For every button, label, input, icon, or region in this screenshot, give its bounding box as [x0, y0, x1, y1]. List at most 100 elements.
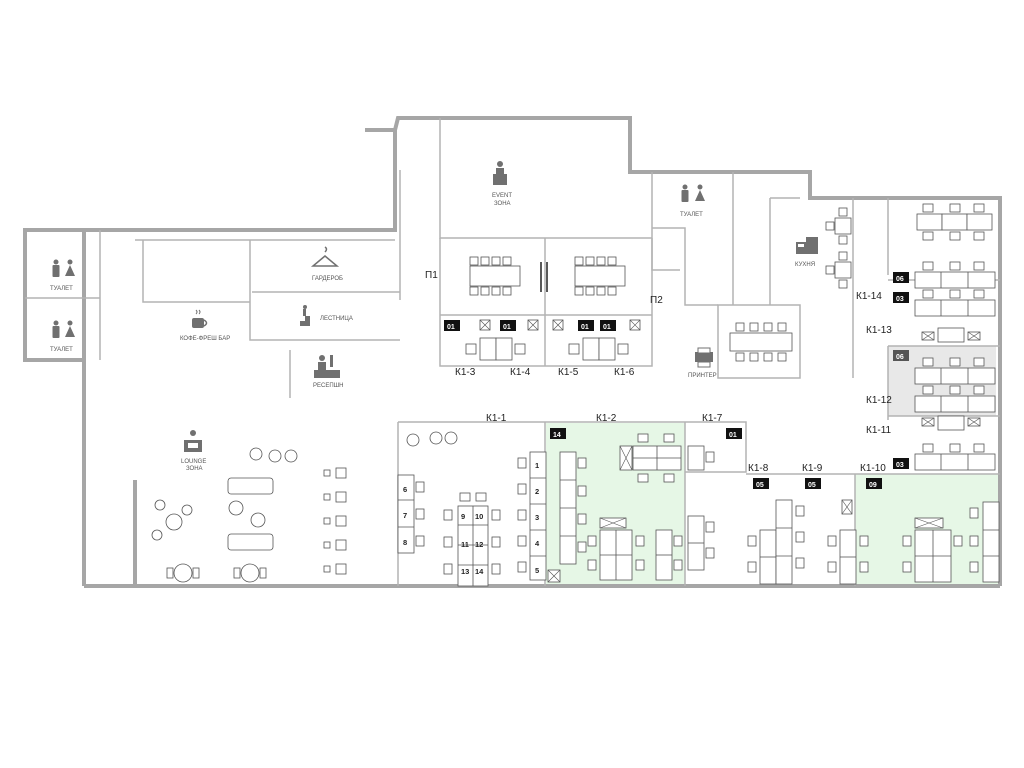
svg-text:9: 9	[461, 512, 465, 521]
stairs: ЛЕСТНИЦА	[295, 305, 353, 326]
meeting-table-p1	[469, 256, 521, 296]
meeting-table-printer-area	[729, 322, 793, 362]
coffee-bar: КОФЕ-ФРЕШ БАР	[180, 309, 230, 342]
label-k1-10[interactable]: К1-10	[860, 463, 886, 474]
svg-text:7: 7	[403, 511, 407, 520]
label-k1-14[interactable]: К1-14	[856, 291, 882, 302]
svg-text:03: 03	[896, 296, 904, 303]
svg-text:09: 09	[869, 482, 877, 489]
svg-text:11: 11	[461, 540, 469, 549]
kitchen-tables	[825, 207, 852, 289]
svg-text:КОФЕ-ФРЕШ БАР: КОФЕ-ФРЕШ БАР	[180, 336, 230, 342]
lounge-armchair-icon	[184, 430, 202, 452]
badge-k1-2: 14	[550, 428, 566, 439]
svg-text:6: 6	[403, 485, 407, 494]
label-k1-4[interactable]: К1-4	[510, 367, 531, 378]
toilet-icon	[52, 259, 75, 277]
svg-text:01: 01	[729, 432, 737, 439]
desks-k1-5-6	[552, 319, 641, 361]
svg-text:КУХНЯ: КУХНЯ	[795, 262, 815, 268]
svg-text:ЗОНА: ЗОНА	[494, 201, 511, 207]
badge-k1-13: 03	[893, 292, 909, 303]
desks-k1-10	[902, 501, 1000, 583]
lounge-chairs-k1-1	[406, 431, 458, 447]
label-k1-8[interactable]: К1-8	[748, 463, 769, 474]
svg-text:LOUNGE: LOUNGE	[181, 459, 206, 465]
desks-k1-12	[914, 357, 996, 413]
badge-k1-5: 01	[578, 320, 594, 331]
svg-text:3: 3	[535, 513, 539, 522]
kitchen-icon	[796, 237, 818, 254]
badges: 01 01 01 01 14 01 05 05 09 06 03 06 03	[444, 272, 909, 489]
svg-text:14: 14	[553, 432, 561, 439]
svg-text:2: 2	[535, 487, 539, 496]
svg-text:1: 1	[535, 461, 539, 470]
badge-k1-12: 06	[893, 350, 909, 361]
svg-text:10: 10	[475, 512, 483, 521]
toilet-icon	[52, 320, 75, 338]
divider-wall	[540, 262, 548, 292]
lounge-furniture	[151, 447, 347, 583]
label-k1-5[interactable]: К1-5	[558, 367, 579, 378]
label-k1-1[interactable]: К1-1	[486, 413, 507, 424]
printer-icon	[695, 347, 713, 368]
svg-text:12: 12	[475, 540, 483, 549]
svg-text:ЛЕСТНИЦА: ЛЕСТНИЦА	[320, 316, 353, 322]
svg-text:ЗОНА: ЗОНА	[186, 466, 203, 472]
desks-k1-3-4	[465, 319, 539, 361]
kitchen: КУХНЯ	[795, 237, 818, 268]
desks-k1-2	[547, 433, 683, 583]
lounge-zone: LOUNGE ЗОНА	[181, 430, 206, 472]
label-k1-6[interactable]: К1-6	[614, 367, 635, 378]
svg-text:ТУАЛЕТ: ТУАЛЕТ	[50, 347, 73, 353]
label-k1-13[interactable]: К1-13	[866, 325, 892, 336]
desks-k1-14	[914, 261, 996, 317]
room-labels: К1-1 К1-2 К1-3 К1-4 К1-5 К1-6 К1-7 К1-8 …	[425, 270, 892, 474]
svg-text:01: 01	[603, 324, 611, 331]
reception: РЕСЕПШН	[313, 355, 343, 389]
coffee-cup-icon	[192, 309, 208, 328]
stairs-icon	[295, 305, 310, 326]
reception-icon	[314, 355, 340, 378]
printer: ПРИНТЕР	[688, 347, 717, 379]
label-k1-11[interactable]: К1-11	[866, 425, 892, 436]
label-k1-7[interactable]: К1-7	[702, 413, 723, 424]
badge-k1-6: 01	[600, 320, 616, 331]
desks-k1-11	[914, 415, 996, 471]
svg-text:01: 01	[503, 324, 511, 331]
svg-text:ПРИНТЕР: ПРИНТЕР	[688, 373, 717, 379]
svg-text:01: 01	[447, 324, 455, 331]
badge-k1-7: 01	[726, 428, 742, 439]
badge-k1-10: 09	[866, 478, 882, 489]
label-k1-12[interactable]: К1-12	[866, 395, 892, 406]
outer-walls	[23, 116, 1002, 588]
svg-text:4: 4	[535, 539, 540, 548]
label-p1[interactable]: П1	[425, 270, 438, 281]
wardrobe: ГАРДЕРОБ	[310, 246, 343, 282]
toilet-left-1: ТУАЛЕТ	[50, 259, 75, 292]
toilet-left-2: ТУАЛЕТ	[50, 320, 75, 353]
label-p2[interactable]: П2	[650, 295, 663, 306]
desks-top-right	[916, 203, 993, 241]
svg-text:01: 01	[581, 324, 589, 331]
badge-k1-8: 05	[753, 478, 769, 489]
svg-text:ГАРДЕРОБ: ГАРДЕРОБ	[312, 276, 343, 282]
event-zone: EVENT ЗОНА	[492, 161, 512, 207]
badge-k1-3: 01	[444, 320, 460, 331]
label-k1-9[interactable]: К1-9	[802, 463, 823, 474]
svg-text:8: 8	[403, 538, 407, 547]
meeting-table-p2	[574, 256, 626, 296]
svg-text:05: 05	[808, 482, 816, 489]
svg-text:13: 13	[461, 567, 469, 576]
badge-k1-4: 01	[500, 320, 516, 331]
badge-k1-14: 06	[893, 272, 909, 283]
svg-text:ТУАЛЕТ: ТУАЛЕТ	[680, 212, 703, 218]
svg-text:05: 05	[756, 482, 764, 489]
badge-k1-9: 05	[805, 478, 821, 489]
svg-text:EVENT: EVENT	[492, 193, 512, 199]
label-k1-2[interactable]: К1-2	[596, 413, 617, 424]
label-k1-3[interactable]: К1-3	[455, 367, 476, 378]
svg-text:РЕСЕПШН: РЕСЕПШН	[313, 383, 343, 389]
svg-text:03: 03	[896, 462, 904, 469]
